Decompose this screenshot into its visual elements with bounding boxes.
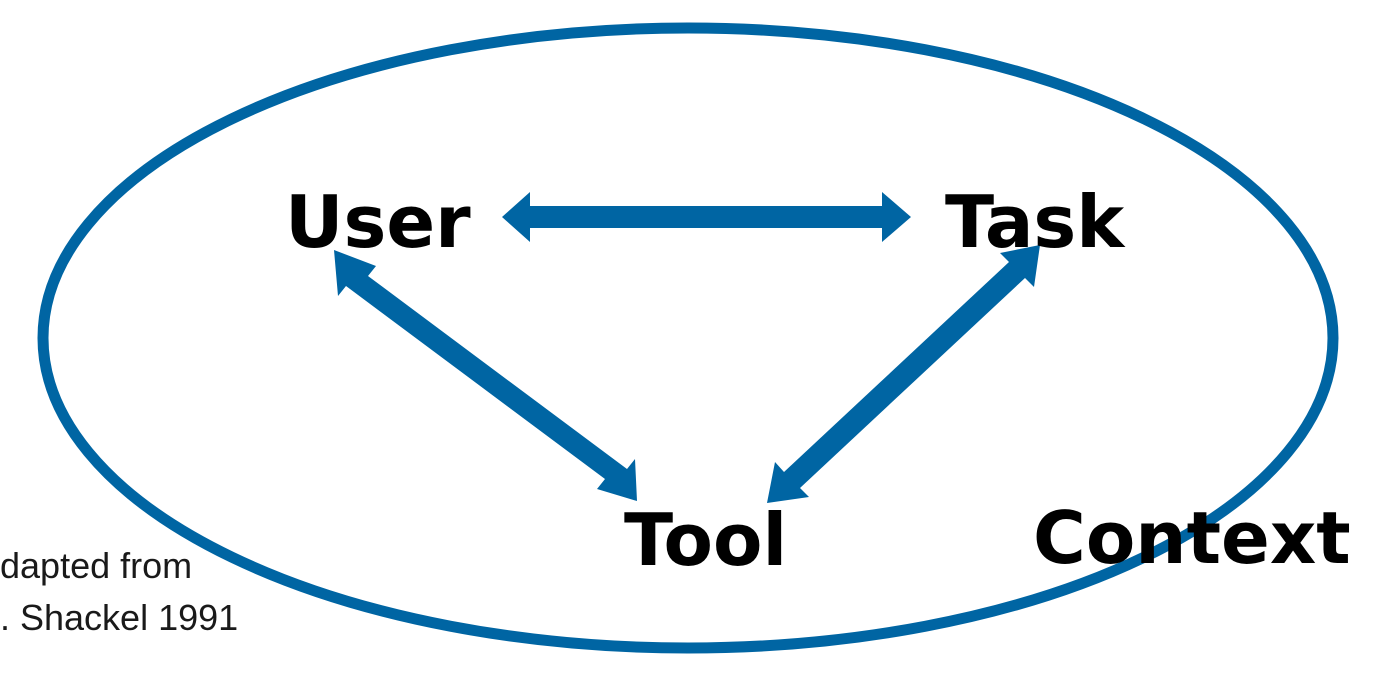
caption-line-2: . Shackel 1991	[0, 597, 238, 638]
node-user: User	[285, 180, 471, 264]
context-ellipse	[37, 22, 1339, 654]
arrow-task-tool	[767, 245, 1040, 503]
node-task: Task	[945, 180, 1126, 264]
caption-line-1: dapted from	[0, 545, 192, 586]
arrow-user-task	[502, 192, 911, 242]
node-tool: Tool	[624, 498, 787, 582]
arrow-user-tool	[334, 250, 637, 501]
node-context: Context	[1033, 496, 1351, 580]
